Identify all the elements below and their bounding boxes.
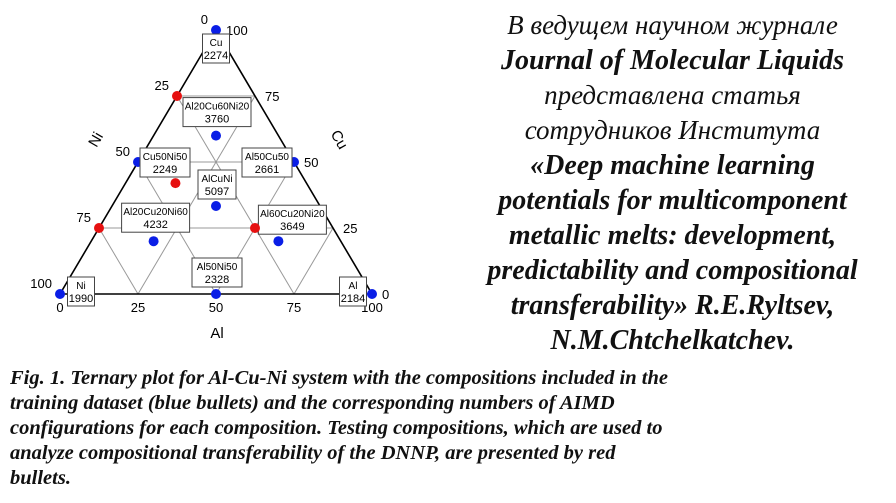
training-point [55,289,65,299]
composition-label-box [257,204,327,235]
composition-label: Al50Ni50 [197,262,238,273]
composition-label: Al50Cu50 [245,152,289,163]
training-point [211,201,221,211]
composition-label-box [197,169,237,200]
title-line-1: «Deep machine learning [530,150,815,181]
configuration-count: 2184 [341,293,365,305]
composition-label: Cu50Ni50 [143,152,188,163]
tick-label-al: 25 [131,300,145,315]
configuration-count: 2328 [205,274,229,286]
title-line-4: predictability and compositional [487,255,858,286]
title-line-5: transferability» R.E.Ryltsev, [510,290,835,321]
composition-label-box [182,97,252,128]
testing-point [250,223,260,233]
tick-label-ni: 75 [77,210,91,225]
tick-label-cu: 50 [304,155,318,170]
configuration-count: 3649 [280,221,304,233]
tick-label-cu: 25 [343,221,357,236]
configuration-count: 5097 [205,186,229,198]
training-point [211,25,221,35]
training-point [211,130,221,141]
line-2: представлена статья [544,80,801,110]
configuration-count: 2661 [255,164,279,176]
configuration-count: 1990 [69,293,93,305]
composition-label: Al [349,281,358,292]
training-point [148,236,159,247]
configuration-count: 4232 [143,219,167,231]
testing-point [94,223,104,233]
testing-point [170,178,181,189]
composition-label: Cu [210,38,223,49]
configuration-count: 2274 [204,50,228,62]
training-point [211,289,221,299]
training-point [367,289,377,299]
tick-label-ni: 100 [30,276,52,291]
journal-name: Journal of Molecular Liquids [500,45,845,76]
figure-caption: Fig. 1. Ternary plot for Al-Cu-Ni system… [10,367,668,489]
composition-label-box [339,276,367,307]
composition-label: AlCuNi [201,174,232,185]
tick-label-ni: 25 [155,78,169,93]
axis-title-cu: Cu [327,127,351,152]
tick-label-cu: 75 [265,89,279,104]
composition-label-box [202,33,230,64]
composition-label: Ni [76,281,85,292]
training-point [273,236,284,247]
grid-line-al [137,95,256,295]
composition-label-box [121,202,191,233]
configuration-count: 2249 [153,164,177,176]
testing-point [172,91,182,101]
axis-title-ni: Ni [85,129,107,150]
announcement-text: В ведущем научном журнале Journal of Mol… [450,8,895,358]
tick-label-al: 75 [287,300,301,315]
configuration-count: 3760 [205,114,229,126]
composition-label-box [191,257,243,288]
title-line-3: metallic melts: development, [508,220,837,251]
tick-label-ni: 50 [116,144,130,159]
line-3: сотрудников Института [524,115,821,145]
grid-line-ni [98,227,139,295]
composition-label: Al20Cu20Ni60 [123,207,188,218]
composition-label-box [241,147,293,178]
line-0: В ведущем научном журнале [507,10,838,40]
tick-label-ni: 0 [201,12,208,27]
axis-title-al: Al [210,325,223,342]
composition-label: Al20Cu60Ni20 [185,102,250,113]
grid-line-al [293,227,334,295]
composition-label-box [67,276,95,307]
composition-label-box [139,147,191,178]
title-line-2: potentials for multicomponent [498,185,847,216]
composition-label: Al60Cu20Ni20 [260,209,325,220]
tick-label-cu: 100 [226,23,248,38]
authors-line: N.M.Chtchelkatchev. [550,325,795,356]
tick-label-al: 50 [209,300,223,315]
tick-label-cu: 0 [382,287,389,302]
tick-label-al: 0 [56,300,63,315]
